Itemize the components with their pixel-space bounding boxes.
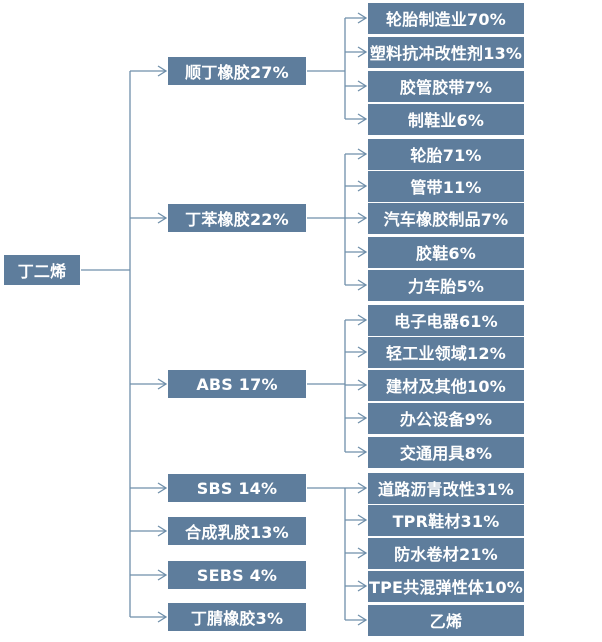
arrow-head-icon — [357, 80, 368, 92]
application-node-3-4: 乙烯 — [367, 603, 525, 637]
arrow-head-icon — [357, 379, 368, 391]
arrow-head-icon — [357, 246, 368, 258]
arrow-head-icon — [357, 113, 368, 125]
arrow-head-icon — [157, 212, 168, 224]
application-node-2-4: 交通用具8% — [367, 435, 525, 469]
arrow-head-icon — [157, 569, 168, 581]
arrow-head-icon — [357, 346, 368, 358]
application-node-1-3: 胶鞋6% — [367, 235, 525, 269]
application-node-0-3: 制鞋业6% — [367, 102, 525, 136]
category-node-3: SBS 14% — [167, 473, 307, 503]
arrow-head-icon — [157, 65, 168, 77]
arrow-head-icon — [357, 412, 368, 424]
arrow-head-icon — [357, 46, 368, 58]
application-node-2-1: 轻工业领域12% — [367, 335, 525, 369]
arrow-head-icon — [157, 611, 168, 623]
arrow-head-icon — [357, 580, 368, 592]
category-node-0: 顺丁橡胶27% — [167, 56, 307, 86]
arrow-head-icon — [357, 279, 368, 291]
application-node-0-2: 胶管胶带7% — [367, 69, 525, 103]
arrow-head-icon — [157, 525, 168, 537]
application-node-1-2: 汽车橡胶制品7% — [367, 201, 525, 235]
arrow-head-icon — [357, 482, 368, 494]
arrow-head-icon — [357, 148, 368, 160]
application-node-0-0: 轮胎制造业70% — [367, 1, 525, 35]
application-node-3-1: TPR鞋材31% — [367, 503, 525, 537]
application-node-1-4: 力车胎5% — [367, 268, 525, 302]
arrow-head-icon — [157, 378, 168, 390]
arrow-head-icon — [357, 514, 368, 526]
application-node-2-0: 电子电器61% — [367, 303, 525, 337]
arrow-head-icon — [357, 12, 368, 24]
category-node-6: 丁腈橡胶3% — [167, 602, 307, 632]
category-node-5: SEBS 4% — [167, 560, 307, 590]
application-node-2-3: 办公设备9% — [367, 401, 525, 435]
arrow-head-icon — [357, 547, 368, 559]
arrow-head-icon — [357, 446, 368, 458]
application-node-3-3: TPE共混弹性体10% — [367, 569, 525, 603]
category-node-1: 丁苯橡胶22% — [167, 203, 307, 233]
arrow-head-icon — [357, 180, 368, 192]
arrow-head-icon — [357, 614, 368, 626]
category-node-4: 合成乳胶13% — [167, 516, 307, 546]
application-node-0-1: 塑料抗冲改性剂13% — [367, 35, 525, 69]
arrow-head-icon — [157, 482, 168, 494]
application-node-3-0: 道路沥青改性31% — [367, 471, 525, 505]
root-node-butadiene: 丁二烯 — [3, 254, 81, 286]
application-node-1-1: 管带11% — [367, 169, 525, 203]
application-node-1-0: 轮胎71% — [367, 137, 525, 171]
arrow-head-icon — [357, 212, 368, 224]
application-node-3-2: 防水卷材21% — [367, 536, 525, 570]
application-node-2-2: 建材及其他10% — [367, 368, 525, 402]
arrow-head-icon — [357, 314, 368, 326]
category-node-2: ABS 17% — [167, 369, 307, 399]
